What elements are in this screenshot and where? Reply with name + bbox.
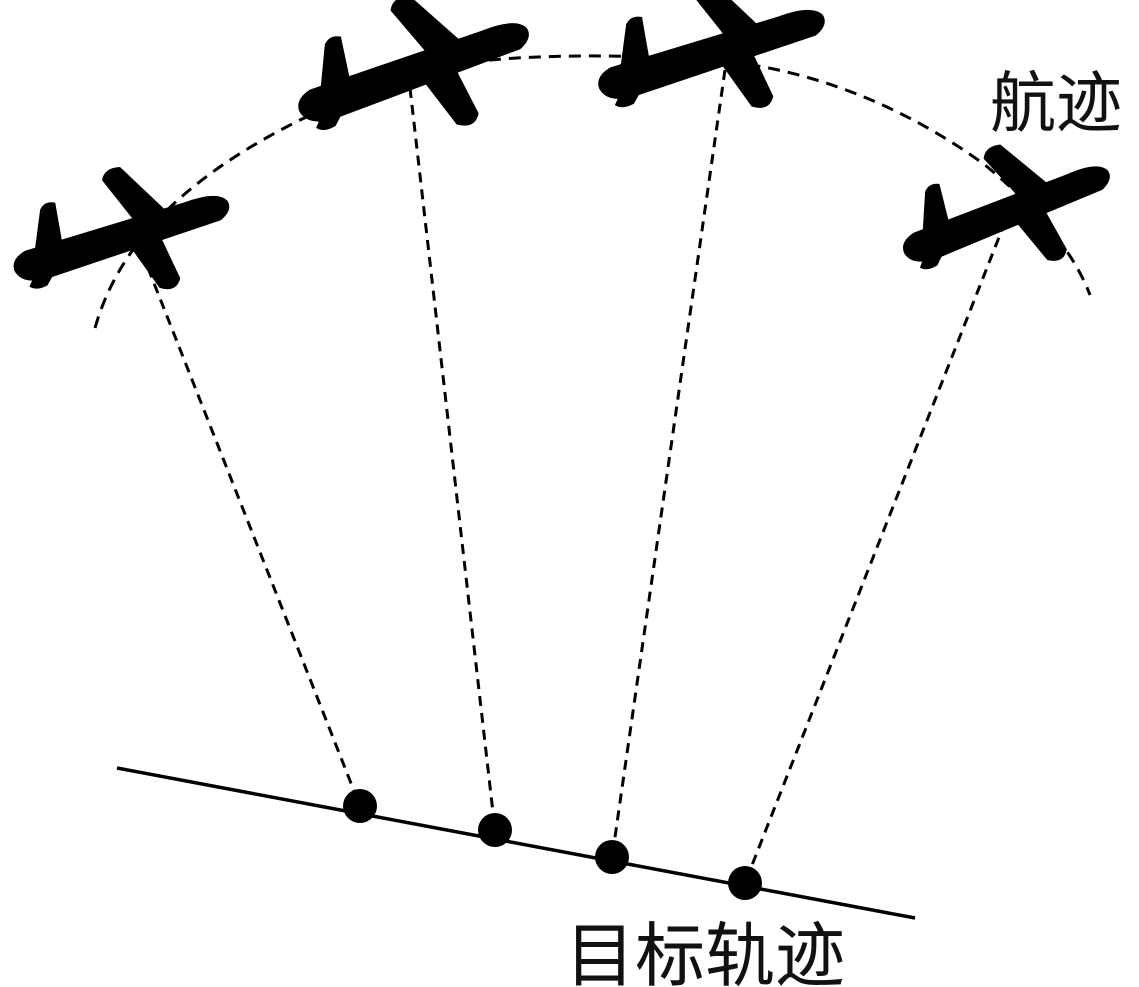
target-point-4 xyxy=(728,866,762,900)
flight-path-label: 航迹 xyxy=(990,65,1122,142)
target-point-2 xyxy=(478,813,512,847)
sight-line-4 xyxy=(743,221,1007,884)
sight-line-2 xyxy=(408,87,497,831)
target-track-line xyxy=(116,766,916,920)
sight-line-1 xyxy=(146,267,362,807)
sight-line-3 xyxy=(610,69,727,859)
airplane-icon xyxy=(583,0,838,136)
airplane-icon xyxy=(884,120,1127,297)
flight-path-arc xyxy=(93,54,1092,329)
target-track-label: 目标轨迹 xyxy=(565,915,845,987)
target-point-3 xyxy=(595,840,629,874)
target-point-1 xyxy=(343,789,377,823)
airplane-icon xyxy=(0,149,242,316)
airplane-icon xyxy=(280,0,545,160)
